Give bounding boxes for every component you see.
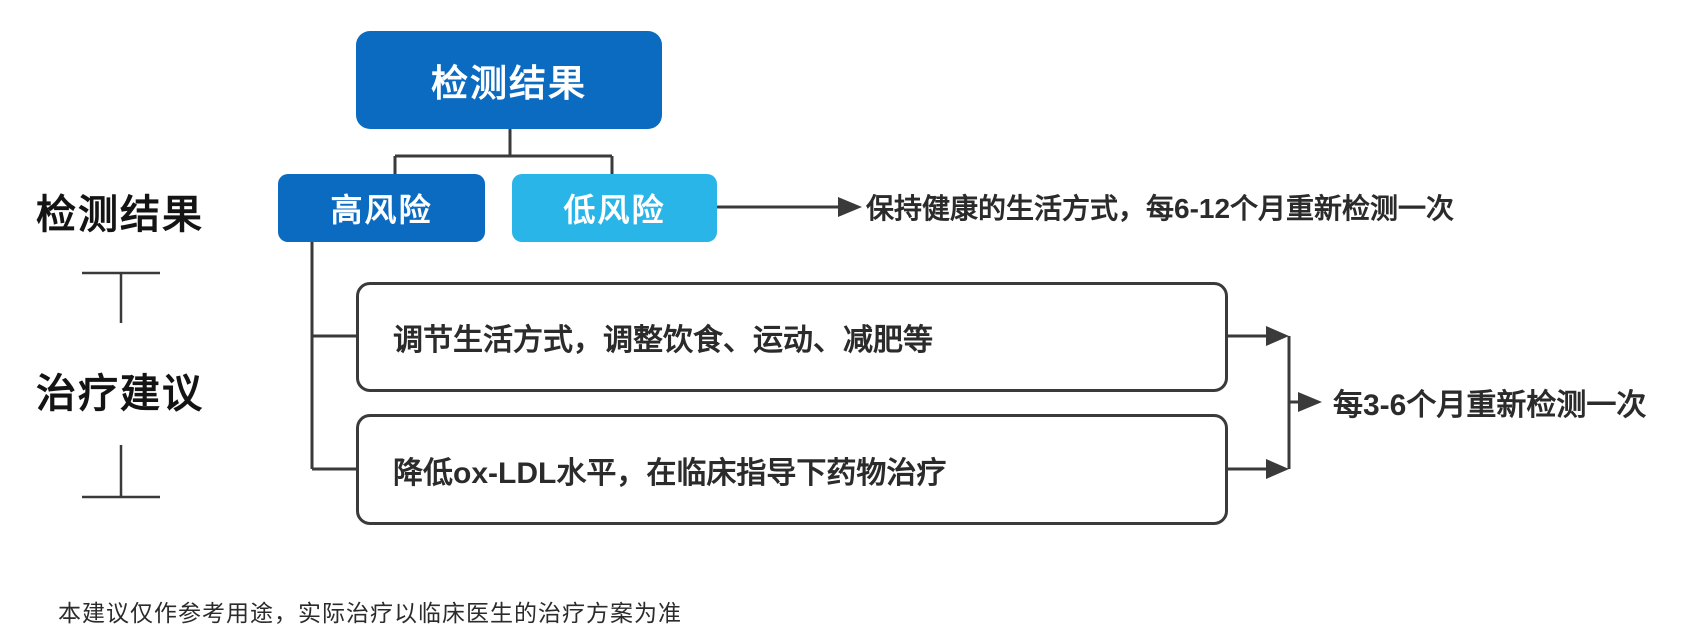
root-branch-connector	[393, 129, 614, 175]
treatment-merge-arrows	[1228, 326, 1322, 479]
results-section-tick	[82, 271, 160, 323]
disclaimer-text: 本建议仅作参考用途，实际治疗以临床医生的治疗方案为准	[58, 600, 682, 626]
low-risk-advice-text: 保持健康的生活方式，每6-12个月重新检测一次	[866, 193, 1455, 224]
treatment-section-tick	[82, 445, 160, 499]
low-risk-arrow	[717, 197, 862, 217]
treatment-box-lifestyle: 调节生活方式，调整饮食、运动、减肥等	[356, 282, 1228, 392]
node-low-risk: 低风险	[512, 174, 717, 242]
node-test-result: 检测结果	[356, 31, 662, 129]
treatment-box-medication: 降低ox-LDL水平，在临床指导下药物治疗	[356, 414, 1228, 525]
node-high-risk: 高风险	[278, 174, 485, 242]
section-label-results: 检测结果	[36, 193, 204, 237]
high-risk-advice-text: 每3-6个月重新检测一次	[1333, 389, 1647, 422]
high-risk-branch-connector	[310, 242, 357, 471]
section-label-treatment: 治疗建议	[36, 372, 204, 416]
